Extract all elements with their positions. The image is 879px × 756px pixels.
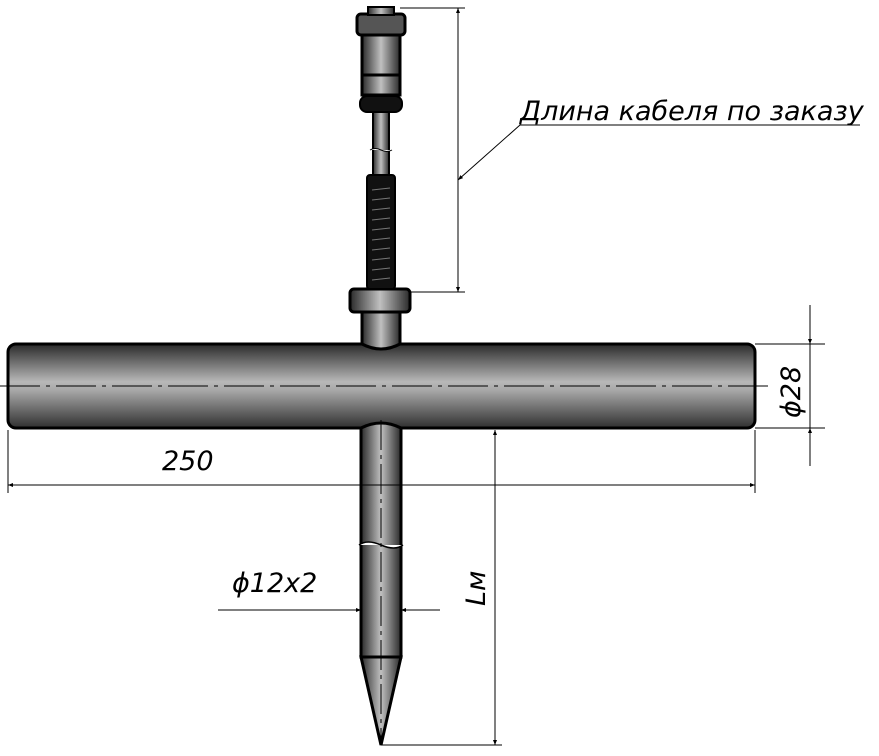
knurled-nut: [355, 12, 407, 37]
cable-length-note: Длина кабеля по заказу: [519, 96, 865, 127]
horizontal-tube: [0, 342, 770, 430]
hex-nut: [348, 287, 412, 314]
probe-length-label: Lм: [461, 571, 492, 606]
connector-body: [360, 33, 402, 97]
cable-gland-assembly: [348, 6, 412, 351]
spring: [366, 174, 396, 290]
probe-diameter-label: ϕ12x2: [232, 568, 317, 599]
dimension-lines: [7, 7, 860, 746]
tube-diameter-label: ϕ28: [776, 366, 807, 418]
tube-length-label: 250: [162, 446, 214, 477]
probe-rod: [358, 420, 404, 746]
cable: [372, 111, 390, 176]
